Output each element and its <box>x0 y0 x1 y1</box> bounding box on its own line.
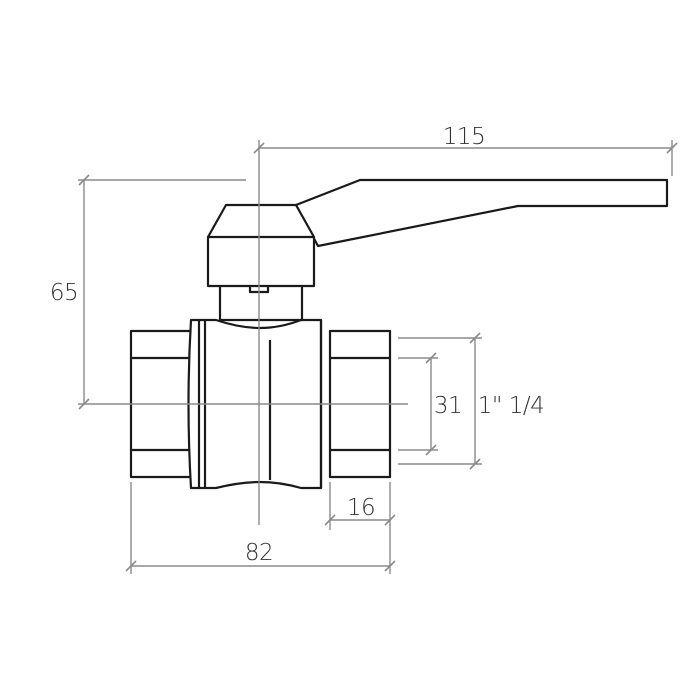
tick-thread-bottom <box>469 458 481 470</box>
label-115: 115 <box>443 124 485 150</box>
label-82: 82 <box>245 540 273 566</box>
tick-31-bottom <box>425 444 437 456</box>
center-lines <box>78 140 408 525</box>
tick-31-top <box>425 352 437 364</box>
tick-82-left <box>125 560 137 572</box>
tick-65-top <box>78 174 90 186</box>
label-65: 65 <box>50 280 78 306</box>
dimension-thread-size: 1" 1/4 <box>398 332 545 470</box>
dimension-bore: 31 <box>398 352 463 456</box>
handle-lever <box>294 178 669 248</box>
tick-115-right <box>666 142 678 154</box>
tick-65-bottom <box>78 398 90 410</box>
tick-115-left <box>253 142 265 154</box>
dimension-thread-depth: 16 <box>324 482 396 574</box>
dimension-height: 65 <box>50 174 246 410</box>
label-31: 31 <box>434 393 462 419</box>
handle-hub <box>206 203 316 288</box>
dimension-handle-length: 115 <box>253 124 678 176</box>
tick-82-right <box>384 560 396 572</box>
tick-16-left <box>324 514 336 526</box>
label-thread-size: 1" 1/4 <box>478 393 545 419</box>
tick-16-right <box>384 514 396 526</box>
valve-body <box>129 268 392 490</box>
lever-handle <box>206 178 669 288</box>
label-16: 16 <box>347 495 375 521</box>
tick-thread-top <box>469 332 481 344</box>
dimension-body-length: 82 <box>125 482 396 574</box>
